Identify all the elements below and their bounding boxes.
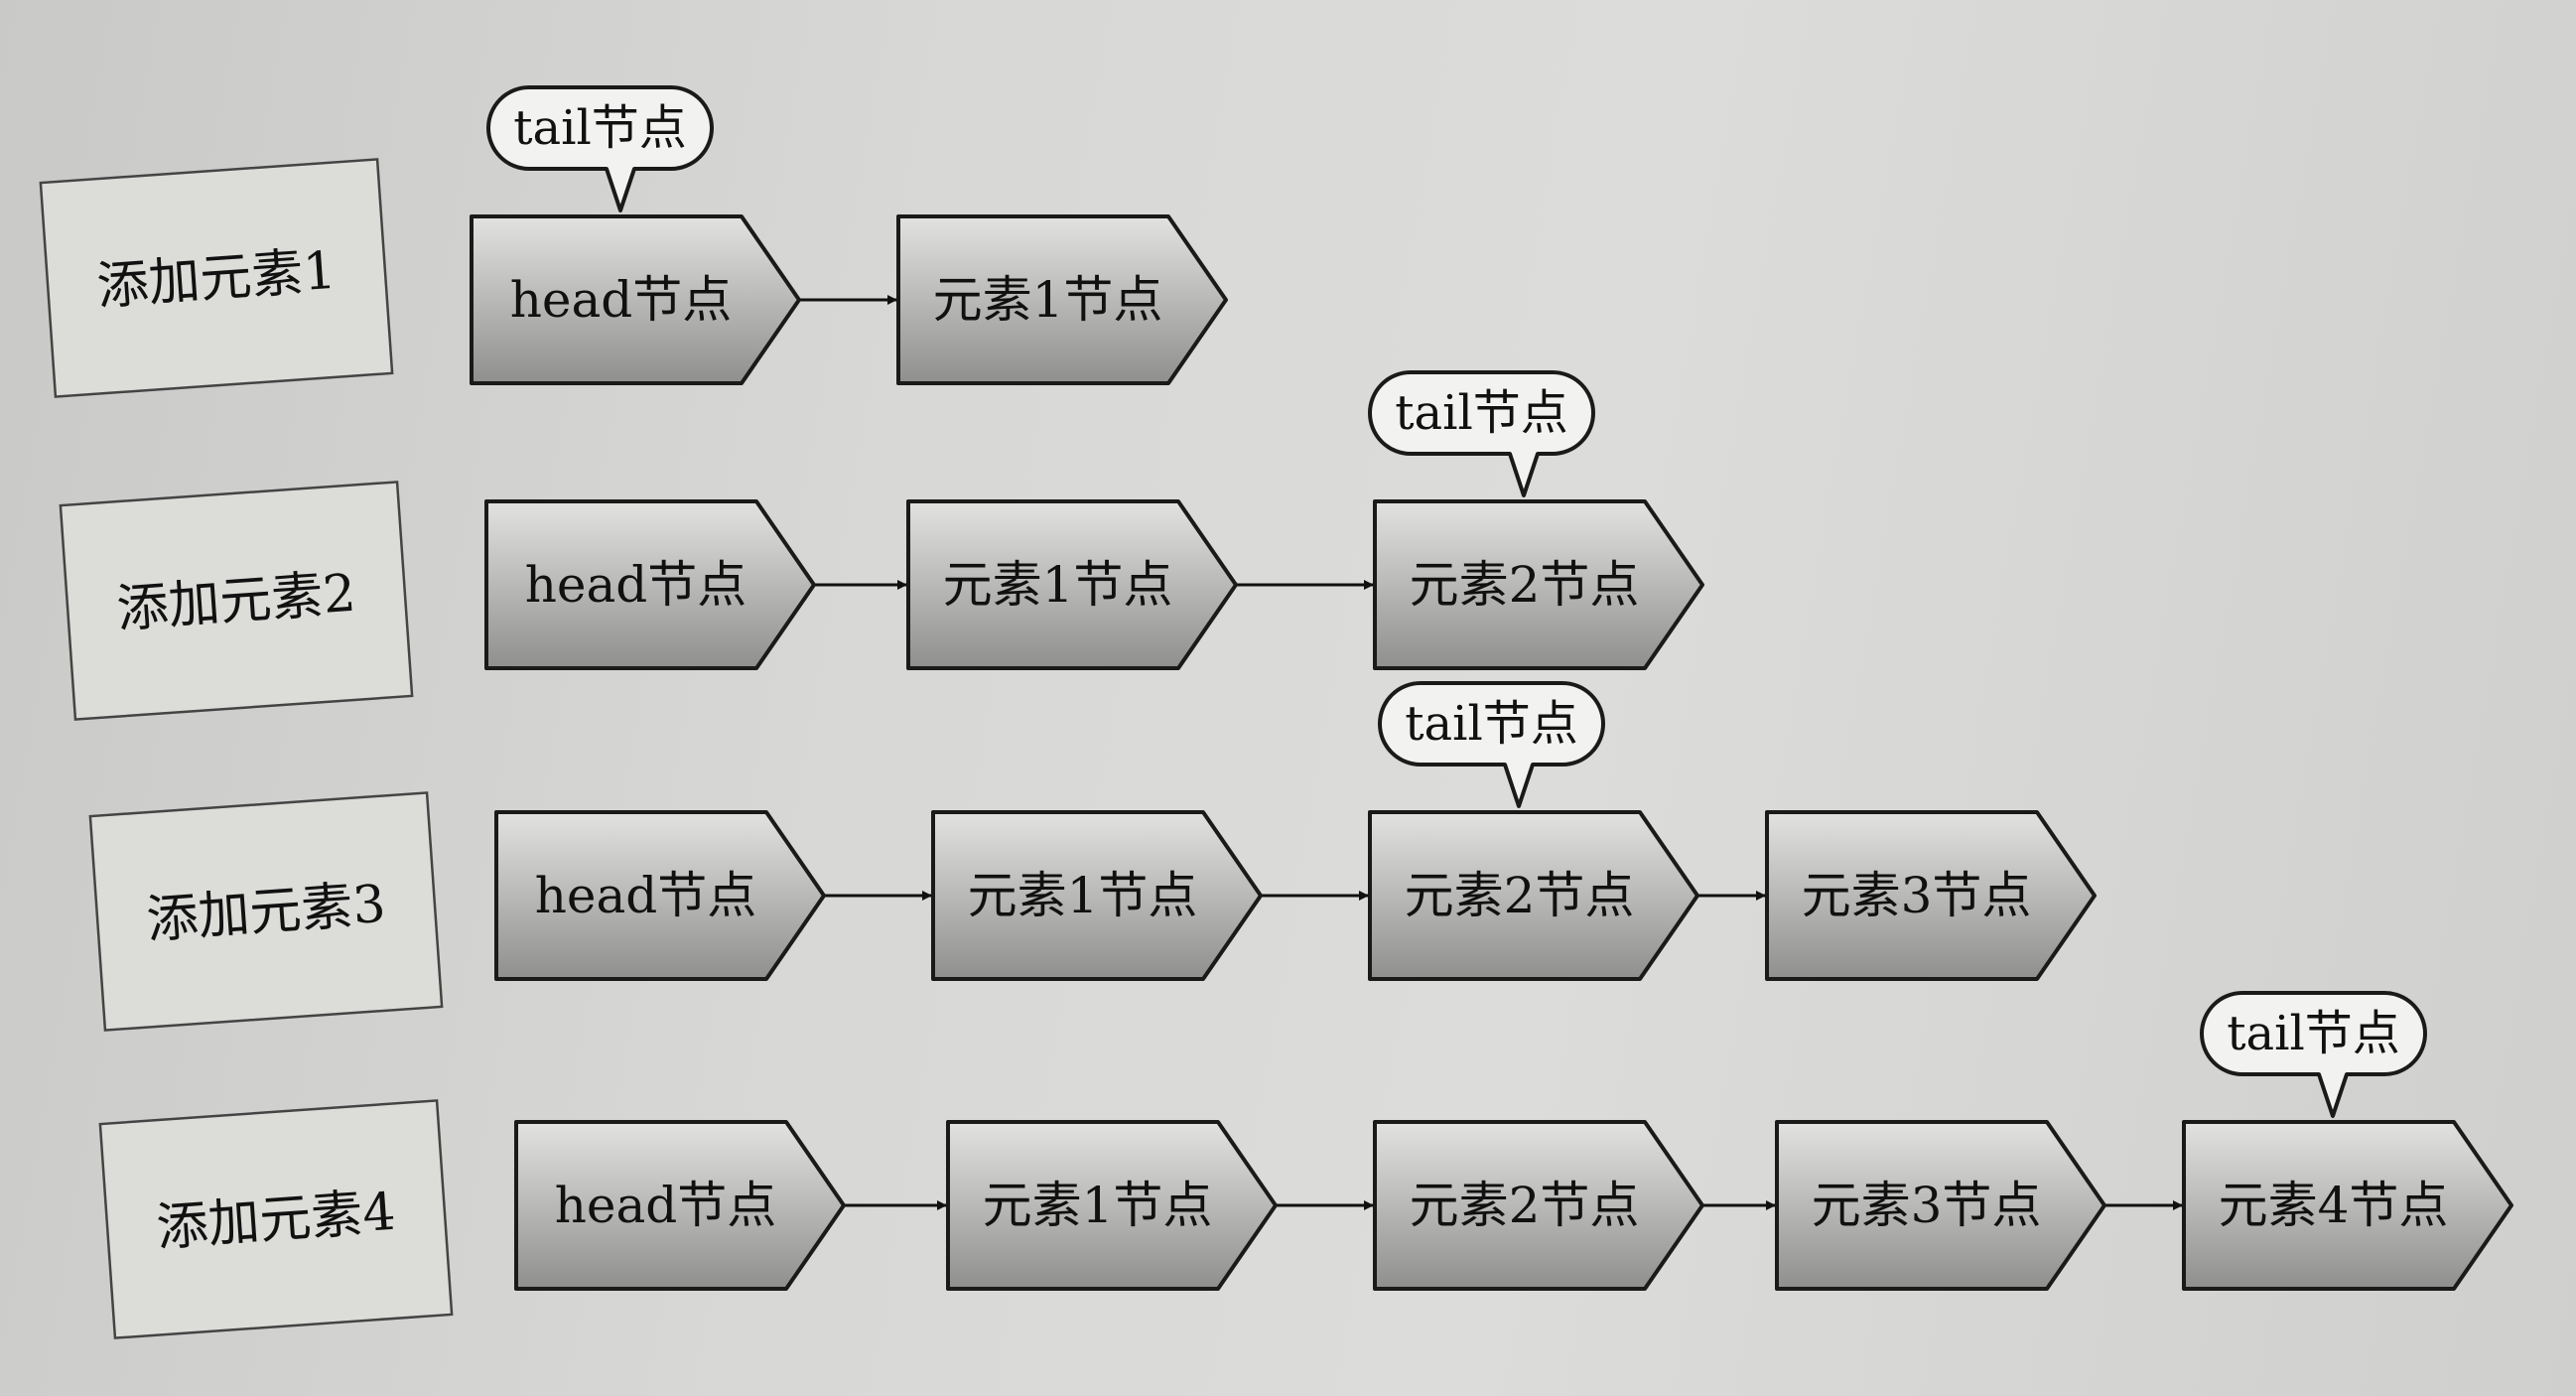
- node-label: 元素3节点: [1802, 867, 2032, 924]
- node-shape: [1373, 1120, 1704, 1291]
- tail-callout-bubble: [1368, 370, 1595, 497]
- row-label-box: 添加元素2: [59, 481, 414, 721]
- node-label: 元素2节点: [1410, 556, 1640, 614]
- node-shape: [946, 1120, 1278, 1291]
- element-node: 元素2节点: [1373, 499, 1704, 670]
- element-node: 元素1节点: [946, 1120, 1278, 1291]
- node-shape: [494, 810, 826, 981]
- element-node: 元素2节点: [1368, 810, 1699, 981]
- tail-callout: tail节点: [2200, 991, 2427, 1118]
- tail-callout-text: tail节点: [2227, 1006, 2400, 1061]
- element-node: 元素4节点: [2182, 1120, 2513, 1291]
- head-node: head节点: [484, 499, 816, 670]
- node-label: 元素4节点: [2219, 1177, 2449, 1234]
- element-node: 元素1节点: [931, 810, 1263, 981]
- tail-callout-text: tail节点: [513, 100, 687, 156]
- tail-callout: tail节点: [486, 85, 714, 212]
- tail-callout-bubble: [486, 85, 714, 212]
- node-label: 元素1节点: [943, 556, 1173, 614]
- row-2: 添加元素2 head节点 元素1节点 元素2节点 tail节点: [59, 370, 1704, 721]
- element-node: 元素3节点: [1775, 1120, 2106, 1291]
- element-node: 元素1节点: [896, 214, 1228, 385]
- node-shape: [1775, 1120, 2106, 1291]
- node-label: 元素3节点: [1812, 1177, 2042, 1234]
- node-label: 元素1节点: [968, 867, 1198, 924]
- row-label-box: 添加元素1: [39, 158, 394, 398]
- node-shape: [931, 810, 1263, 981]
- node-shape: [514, 1120, 846, 1291]
- tail-callout-text: tail节点: [1395, 385, 1568, 441]
- tail-callout: tail节点: [1368, 370, 1595, 497]
- row-label-frame: [39, 158, 394, 398]
- row-label-box: 添加元素3: [88, 791, 444, 1032]
- head-node: head节点: [514, 1120, 846, 1291]
- tail-callout-bubble: [1378, 681, 1605, 808]
- node-label: 元素1节点: [933, 271, 1163, 329]
- node-shape: [2182, 1120, 2513, 1291]
- element-node: 元素1节点: [906, 499, 1238, 670]
- node-label: 元素1节点: [983, 1177, 1213, 1234]
- row-label-box: 添加元素4: [98, 1099, 454, 1339]
- node-shape: [906, 499, 1238, 670]
- node-label: head节点: [535, 867, 757, 924]
- row-1: 添加元素1 head节点 元素1节点 tail节点: [39, 85, 1228, 398]
- node-shape: [1368, 810, 1699, 981]
- node-label: head节点: [555, 1177, 777, 1234]
- node-label: head节点: [525, 556, 747, 614]
- node-shape: [484, 499, 816, 670]
- head-node: head节点: [494, 810, 826, 981]
- tail-callout: tail节点: [1378, 681, 1605, 808]
- node-label: 元素2节点: [1405, 867, 1635, 924]
- node-shape: [470, 214, 801, 385]
- element-node: 元素2节点: [1373, 1120, 1704, 1291]
- tail-callout-text: tail节点: [1405, 696, 1578, 752]
- row-label-frame: [59, 481, 414, 721]
- row-label-frame: [88, 791, 444, 1032]
- row-label-frame: [98, 1099, 454, 1339]
- head-node: head节点: [470, 214, 801, 385]
- element-node: 元素3节点: [1765, 810, 2097, 981]
- node-label: 元素2节点: [1410, 1177, 1640, 1234]
- row-4: 添加元素4 head节点 元素1节点 元素2节点 元素3节点 元素4节点 tail节点: [98, 991, 2513, 1339]
- node-shape: [896, 214, 1228, 385]
- tail-callout-bubble: [2200, 991, 2427, 1118]
- node-shape: [1765, 810, 2097, 981]
- row-3: 添加元素3 head节点 元素1节点 元素2节点 元素3节点 tail节点: [88, 681, 2097, 1032]
- node-label: head节点: [510, 271, 733, 329]
- node-shape: [1373, 499, 1704, 670]
